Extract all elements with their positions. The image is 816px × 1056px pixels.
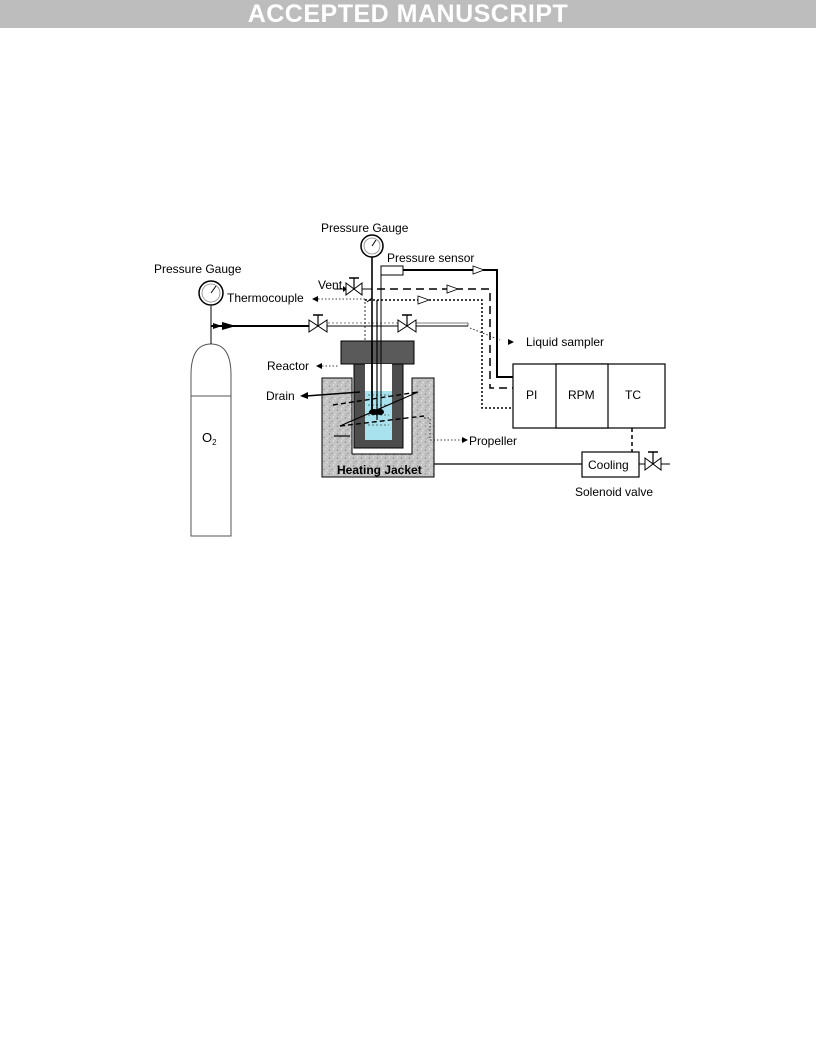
feed-valve-icon (308, 314, 328, 333)
cylinder-label: O2 (202, 430, 217, 447)
liquid-sampler-label: Liquid sampler (526, 335, 604, 349)
propeller-label: Propeller (469, 434, 517, 448)
solenoid-valve-icon (644, 451, 670, 471)
controller-box (512, 363, 666, 429)
rpm-label: RPM (568, 388, 595, 402)
temperature-signal-line (365, 299, 513, 409)
pressure-signal-line (403, 269, 513, 378)
pressure-sensor-label: Pressure sensor (387, 251, 474, 265)
pi-label: PI (526, 388, 537, 402)
pressure-sensor-icon (380, 265, 404, 276)
oxygen-feed-line (211, 322, 469, 330)
solenoid-valve-label: Solenoid valve (575, 485, 653, 499)
sampler-valve-icon (397, 314, 417, 333)
vent-valve-icon (345, 277, 363, 296)
cooling-coil (332, 391, 425, 437)
tc-label: TC (625, 388, 641, 402)
reactor-label: Reactor (267, 359, 309, 373)
drain-label: Drain (266, 389, 295, 403)
liquid-sampler-pointer (469, 327, 501, 341)
thermocouple-label: Thermocouple (227, 291, 304, 305)
cooling-label: Cooling (588, 458, 629, 472)
banner-text: ACCEPTED MANUSCRIPT (247, 0, 569, 28)
oxygen-cylinder (190, 306, 232, 537)
pressure-gauge-top-icon (360, 234, 384, 258)
accepted-manuscript-banner: ACCEPTED MANUSCRIPT (0, 0, 816, 28)
pressure-gauge-left-label: Pressure Gauge (154, 262, 242, 276)
pressure-gauge-left-icon (198, 280, 224, 306)
rpm-signal-line (377, 288, 513, 389)
pressure-gauge-top-label: Pressure Gauge (321, 221, 409, 235)
vent-label: Vent (318, 278, 343, 292)
heating-jacket-label: Heating Jacket (337, 463, 422, 477)
